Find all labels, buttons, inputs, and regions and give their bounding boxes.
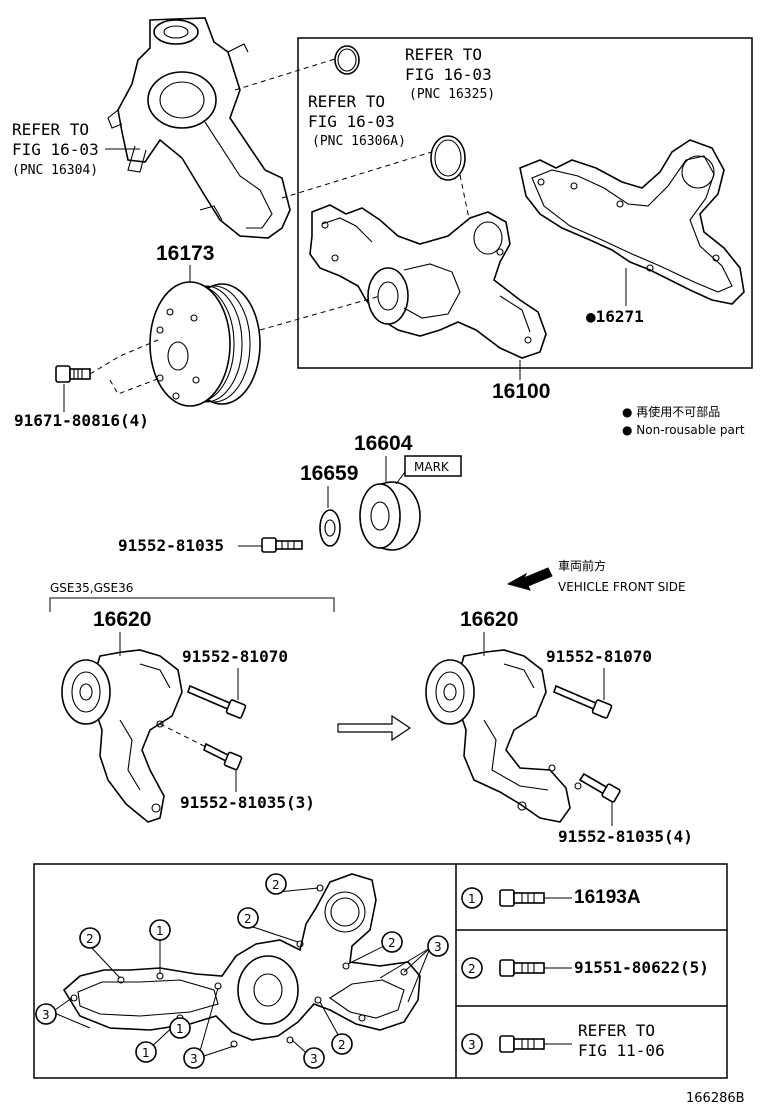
part-91671-label: 91671-80816(4) [14, 411, 149, 430]
water-pump-pulley [149, 281, 261, 407]
belt-tensioner-right [425, 649, 582, 823]
part-16604-label: 16604 [354, 432, 413, 455]
bolt-icon [499, 1035, 545, 1053]
callout-1: 1 [135, 1041, 157, 1063]
callout-1: 1 [149, 919, 171, 941]
part-81070-right-label: 91552-81070 [546, 647, 652, 666]
part-81035-3-label: 91552-81035(3) [180, 793, 315, 812]
callout-circles: 2 1 2 2 2 3 3 1 1 3 3 2 [35, 873, 449, 1069]
part-16659-label: 16659 [300, 462, 358, 485]
callout-2: 2 [265, 873, 287, 895]
svg-text:2: 2 [86, 932, 94, 946]
ref-fig-16-03-a-line2: FIG 16-03 [12, 140, 99, 159]
svg-text:2: 2 [388, 936, 396, 950]
bolt-table-row-2-part: 91551-80622(5) [574, 958, 709, 977]
water-pump-gasket [519, 139, 745, 305]
tensioner-bolt-right-short [578, 772, 621, 803]
svg-text:2: 2 [338, 1038, 346, 1052]
transition-arrow-icon [337, 714, 412, 742]
ref-fig-16-03-b-line2: FIG 16-03 [308, 112, 395, 131]
callout-3: 3 [303, 1047, 325, 1069]
mark-label: MARK [414, 460, 450, 474]
bolt-table-row-2: 2 91551-80622(5) [461, 957, 709, 979]
o-ring-large [430, 135, 466, 181]
callout-2: 2 [79, 927, 101, 949]
svg-text:1: 1 [156, 924, 164, 938]
figure-id: 166286B [686, 1091, 745, 1106]
bolt-icon [499, 959, 545, 977]
bolt-table-row-3-num: 3 [468, 1038, 476, 1052]
bolt-location-frame [33, 863, 728, 1079]
water-pump-frame [297, 37, 753, 369]
tensioner-bolt-left-short [203, 742, 243, 771]
bolt-table-row-1-num: 1 [468, 892, 476, 906]
vehicle-front-jp: 車両前方 [558, 558, 606, 573]
part-81035-4-label: 91552-81035(4) [558, 827, 693, 846]
mark-box [404, 455, 462, 477]
part-16100-label: 16100 [492, 380, 550, 403]
water-inlet-housing [107, 17, 291, 239]
idler-pulley [359, 481, 421, 551]
bolt-icon [499, 889, 545, 907]
svg-text:2: 2 [272, 878, 280, 892]
bolt-table-row-1-part: 16193A [574, 887, 641, 908]
ref-fig-16-03-c-pnc: (PNC 16325) [409, 87, 495, 102]
ref-fig-16-03-a-pnc: (PNC 16304) [12, 163, 98, 178]
bolt-location-pump-outline [62, 873, 421, 1048]
bolt-table-row-2-num: 2 [468, 962, 476, 976]
bolt-table-row-3: 3 REFER TO FIG 11-06 [461, 1021, 665, 1060]
pulley-bolt [55, 365, 91, 383]
svg-text:3: 3 [190, 1052, 198, 1066]
part-16620-left-label: 16620 [93, 608, 151, 631]
callout-2: 2 [331, 1033, 353, 1055]
callout-3: 3 [183, 1047, 205, 1069]
part-16271-label: ●16271 [586, 307, 644, 326]
ref-fig-16-03-c-line2: FIG 16-03 [405, 65, 492, 84]
svg-text:1: 1 [176, 1022, 184, 1036]
variant-label: GSE35,GSE36 [50, 581, 133, 595]
legend-line1: ● 再使用不可部品 [622, 404, 720, 419]
ref-fig-16-03-b-line1: REFER TO [308, 92, 385, 111]
callout-3: 3 [427, 935, 449, 957]
callout-2: 2 [237, 907, 259, 929]
ref-fig-16-03-b-pnc: (PNC 16306A) [312, 134, 406, 149]
bolt-table-row-3-ref2: FIG 11-06 [578, 1041, 665, 1060]
svg-text:1: 1 [142, 1046, 150, 1060]
belt-tensioner-left [61, 649, 183, 823]
part-16173-label: 16173 [156, 242, 214, 265]
ref-fig-16-03-a-line1: REFER TO [12, 120, 89, 139]
legend-line2: ● Non-rousable part [622, 423, 745, 437]
tensioner-bolt-right-long [553, 684, 613, 719]
idler-spacer [319, 509, 341, 547]
svg-text:3: 3 [310, 1052, 318, 1066]
vehicle-front-arrow-icon [506, 567, 553, 591]
part-81070-left-label: 91552-81070 [182, 647, 288, 666]
svg-text:2: 2 [244, 912, 252, 926]
callout-2: 2 [381, 931, 403, 953]
water-pump-assembly [309, 204, 547, 359]
o-ring-small [334, 45, 360, 75]
callout-1: 1 [169, 1017, 191, 1039]
callout-3: 3 [35, 1003, 57, 1025]
ref-fig-16-03-c-line1: REFER TO [405, 45, 482, 64]
part-16620-right-label: 16620 [460, 608, 518, 631]
callout-leaders [51, 887, 431, 1059]
svg-text:3: 3 [434, 940, 442, 954]
vehicle-front-en: VEHICLE FRONT SIDE [558, 580, 686, 594]
idler-bolt [261, 537, 303, 553]
tensioner-bolt-left-long [187, 684, 247, 719]
svg-text:3: 3 [42, 1008, 50, 1022]
part-91552-81035-label: 91552-81035 [118, 536, 224, 555]
bolt-table-row-3-ref1: REFER TO [578, 1021, 655, 1040]
bolt-table-row-1: 1 16193A [461, 887, 641, 909]
